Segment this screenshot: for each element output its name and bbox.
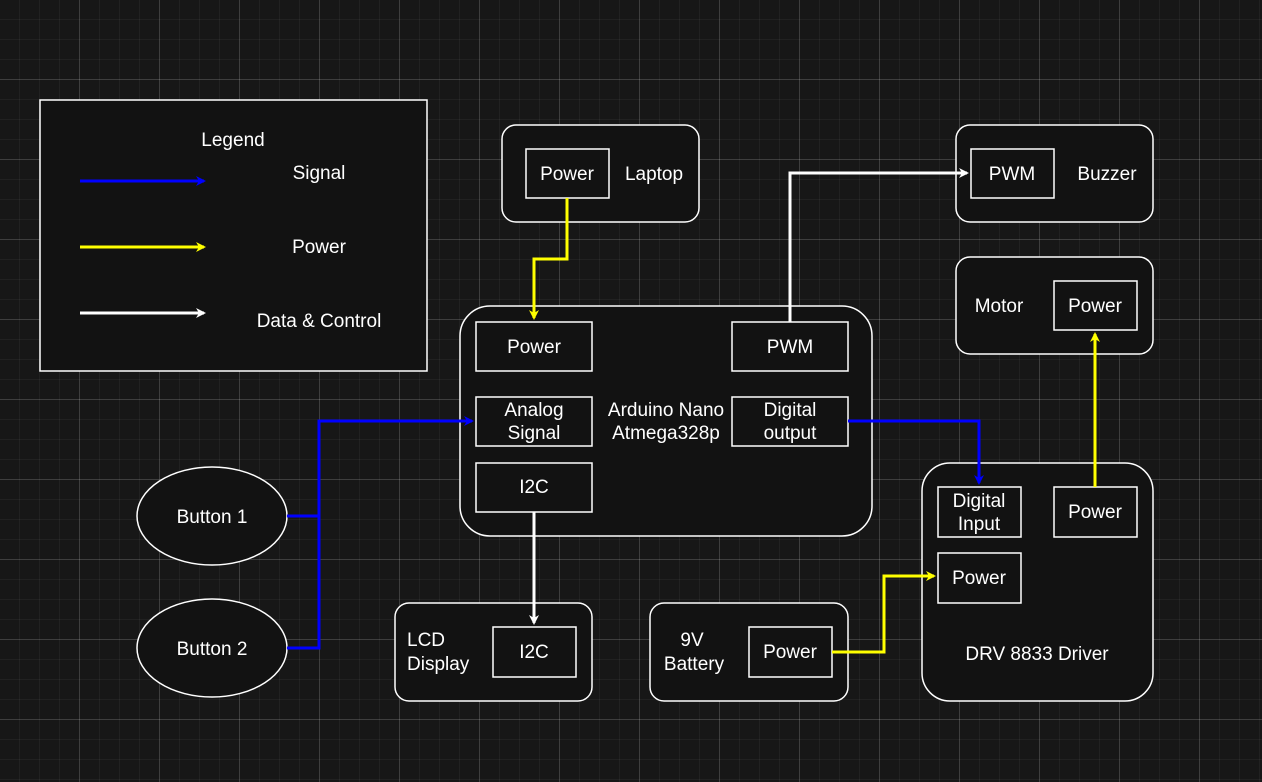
laptop-power-port — [525, 148, 610, 199]
motor-block[interactable]: Motor Power — [955, 256, 1154, 355]
legend-title: Legend — [201, 130, 264, 151]
legend-power-label: Power — [292, 237, 347, 258]
arduino-digital-label-2: output — [764, 423, 818, 444]
lcd-i2c-port — [492, 626, 577, 678]
arduino-pwm-to-buzzer — [788, 168, 969, 322]
laptop-name: Laptop — [625, 164, 683, 185]
driver-block[interactable]: Digital Input Power Power DRV 8833 Drive… — [921, 462, 1154, 702]
arduino-power-port — [475, 321, 593, 372]
lcd-name-1: LCD — [407, 630, 445, 651]
driver-power-out-port — [1053, 486, 1138, 538]
lcd-i2c-label: I2C — [519, 642, 549, 663]
button-2[interactable]: Button 2 — [136, 598, 288, 698]
buzzer-block[interactable]: PWM Buzzer — [955, 124, 1154, 223]
buttons-signal-bus — [287, 514, 321, 650]
driver-power-in-label: Power — [952, 568, 1007, 589]
battery-power-label: Power — [763, 642, 818, 663]
driver-digital-port — [937, 486, 1022, 538]
button-2-label: Button 2 — [177, 639, 248, 660]
legend-signal-label: Signal — [293, 163, 346, 184]
driver-power-out-label: Power — [1068, 502, 1123, 523]
driver-digital-label-2: Input — [958, 514, 1001, 535]
arduino-analog-port — [475, 396, 593, 447]
buttons-to-arduino-analog — [317, 416, 474, 516]
motor-power-label: Power — [1068, 296, 1123, 317]
arduino-analog-label-2: Signal — [508, 423, 561, 444]
legend-box — [39, 99, 428, 372]
laptop-to-arduino-power — [529, 198, 569, 320]
arduino-name-1: Arduino Nano — [608, 400, 724, 421]
arduino-pwm-port — [731, 321, 849, 372]
button-1-label: Button 1 — [177, 507, 248, 528]
arduino-i2c-port — [475, 462, 593, 513]
battery-name-2: Battery — [664, 654, 725, 675]
driver-name: DRV 8833 Driver — [965, 644, 1109, 665]
arduino-digital-port — [731, 396, 849, 447]
motor-power-port — [1053, 280, 1138, 331]
button-1[interactable]: Button 1 — [136, 466, 288, 566]
arduino-i2c-label: I2C — [519, 477, 549, 498]
arduino-block[interactable]: Power PWM Analog Signal Arduino Nano Atm… — [459, 305, 873, 537]
arduino-pwm-label: PWM — [767, 337, 813, 358]
buzzer-pwm-label: PWM — [989, 164, 1035, 185]
lcd-name-2: Display — [407, 654, 470, 675]
connectors — [287, 168, 1100, 654]
driver-power-in-port — [937, 552, 1022, 604]
arduino-name-2: Atmega328p — [612, 423, 720, 444]
legend-data-label: Data & Control — [257, 311, 382, 332]
lcd-block[interactable]: LCD Display I2C — [394, 602, 593, 702]
legend: Legend Signal Power Data & Control — [39, 99, 428, 372]
battery-name-1: 9V — [680, 630, 704, 651]
battery-power-port — [748, 626, 833, 678]
laptop-power-label: Power — [540, 164, 595, 185]
arduino-analog-label-1: Analog — [504, 400, 563, 421]
laptop-block[interactable]: Power Laptop — [501, 124, 700, 223]
battery-to-driver-power — [832, 571, 936, 654]
battery-block[interactable]: 9V Battery Power — [649, 602, 849, 702]
buzzer-name: Buzzer — [1077, 164, 1137, 185]
arduino-power-label: Power — [507, 337, 562, 358]
buzzer-pwm-port — [970, 148, 1055, 199]
arduino-digital-label-1: Digital — [764, 400, 817, 421]
arduino-digital-to-driver — [848, 419, 984, 485]
motor-name: Motor — [975, 296, 1024, 317]
driver-digital-label-1: Digital — [953, 491, 1006, 512]
